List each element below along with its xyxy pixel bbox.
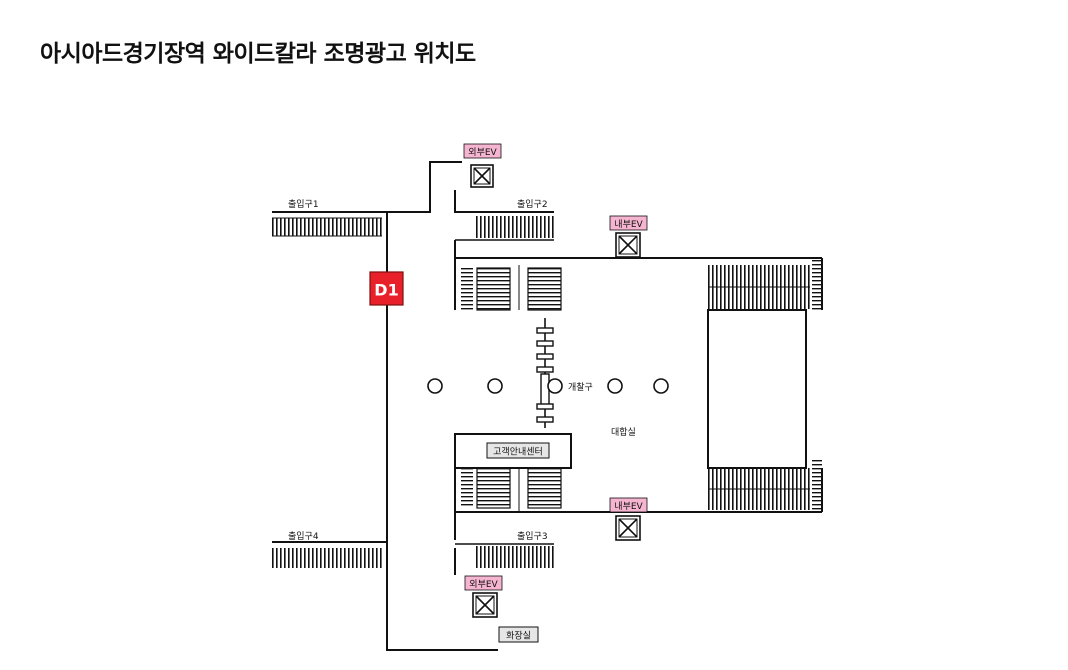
elevator-outer-top bbox=[470, 164, 494, 188]
elevator-inner-bottom bbox=[615, 515, 641, 541]
ad-marker-d1[interactable]: D1 bbox=[369, 271, 404, 306]
label-outer-ev-top: 외부EV bbox=[468, 146, 497, 158]
stairs-right-bottom-edge bbox=[812, 460, 822, 512]
label-exit3: 출입구3 bbox=[517, 530, 548, 542]
stairs-exit1 bbox=[272, 218, 382, 236]
ticket-gates bbox=[536, 318, 554, 428]
elevator-outer-bottom bbox=[472, 592, 498, 618]
stairs-right-top-edge bbox=[812, 258, 822, 310]
escalators-top bbox=[461, 265, 562, 311]
label-hall: 대합실 bbox=[611, 427, 636, 438]
label-inner-ev-top: 내부EV bbox=[614, 219, 643, 230]
label-info-center: 고객안내센터 bbox=[493, 447, 543, 458]
label-inner-ev-bottom: 내부EV bbox=[614, 501, 643, 512]
pillars bbox=[427, 378, 669, 394]
corridor-wall bbox=[272, 161, 462, 213]
label-exit4: 출입구4 bbox=[288, 530, 319, 542]
corridor-wall bbox=[386, 542, 498, 651]
stairs-exit3 bbox=[476, 546, 554, 568]
ad-marker-label: D1 bbox=[374, 281, 398, 300]
elevator-inner-top bbox=[615, 232, 641, 258]
escalators-bottom bbox=[461, 467, 562, 512]
info-center-box bbox=[454, 433, 572, 469]
page-title: 아시아드경기장역 와이드칼라 조명광고 위치도 bbox=[40, 41, 476, 67]
label-gate: 개찰구 bbox=[568, 382, 593, 393]
hall-wall bbox=[707, 309, 807, 469]
label-restroom: 화장실 bbox=[506, 631, 531, 642]
label-exit1: 출입구1 bbox=[288, 198, 319, 210]
label-exit2: 출입구2 bbox=[517, 198, 548, 210]
stairs-exit4 bbox=[272, 548, 382, 568]
label-outer-ev-bottom: 외부EV bbox=[469, 578, 498, 590]
corridor-wall bbox=[454, 190, 554, 213]
stairs-exit2 bbox=[476, 216, 554, 238]
